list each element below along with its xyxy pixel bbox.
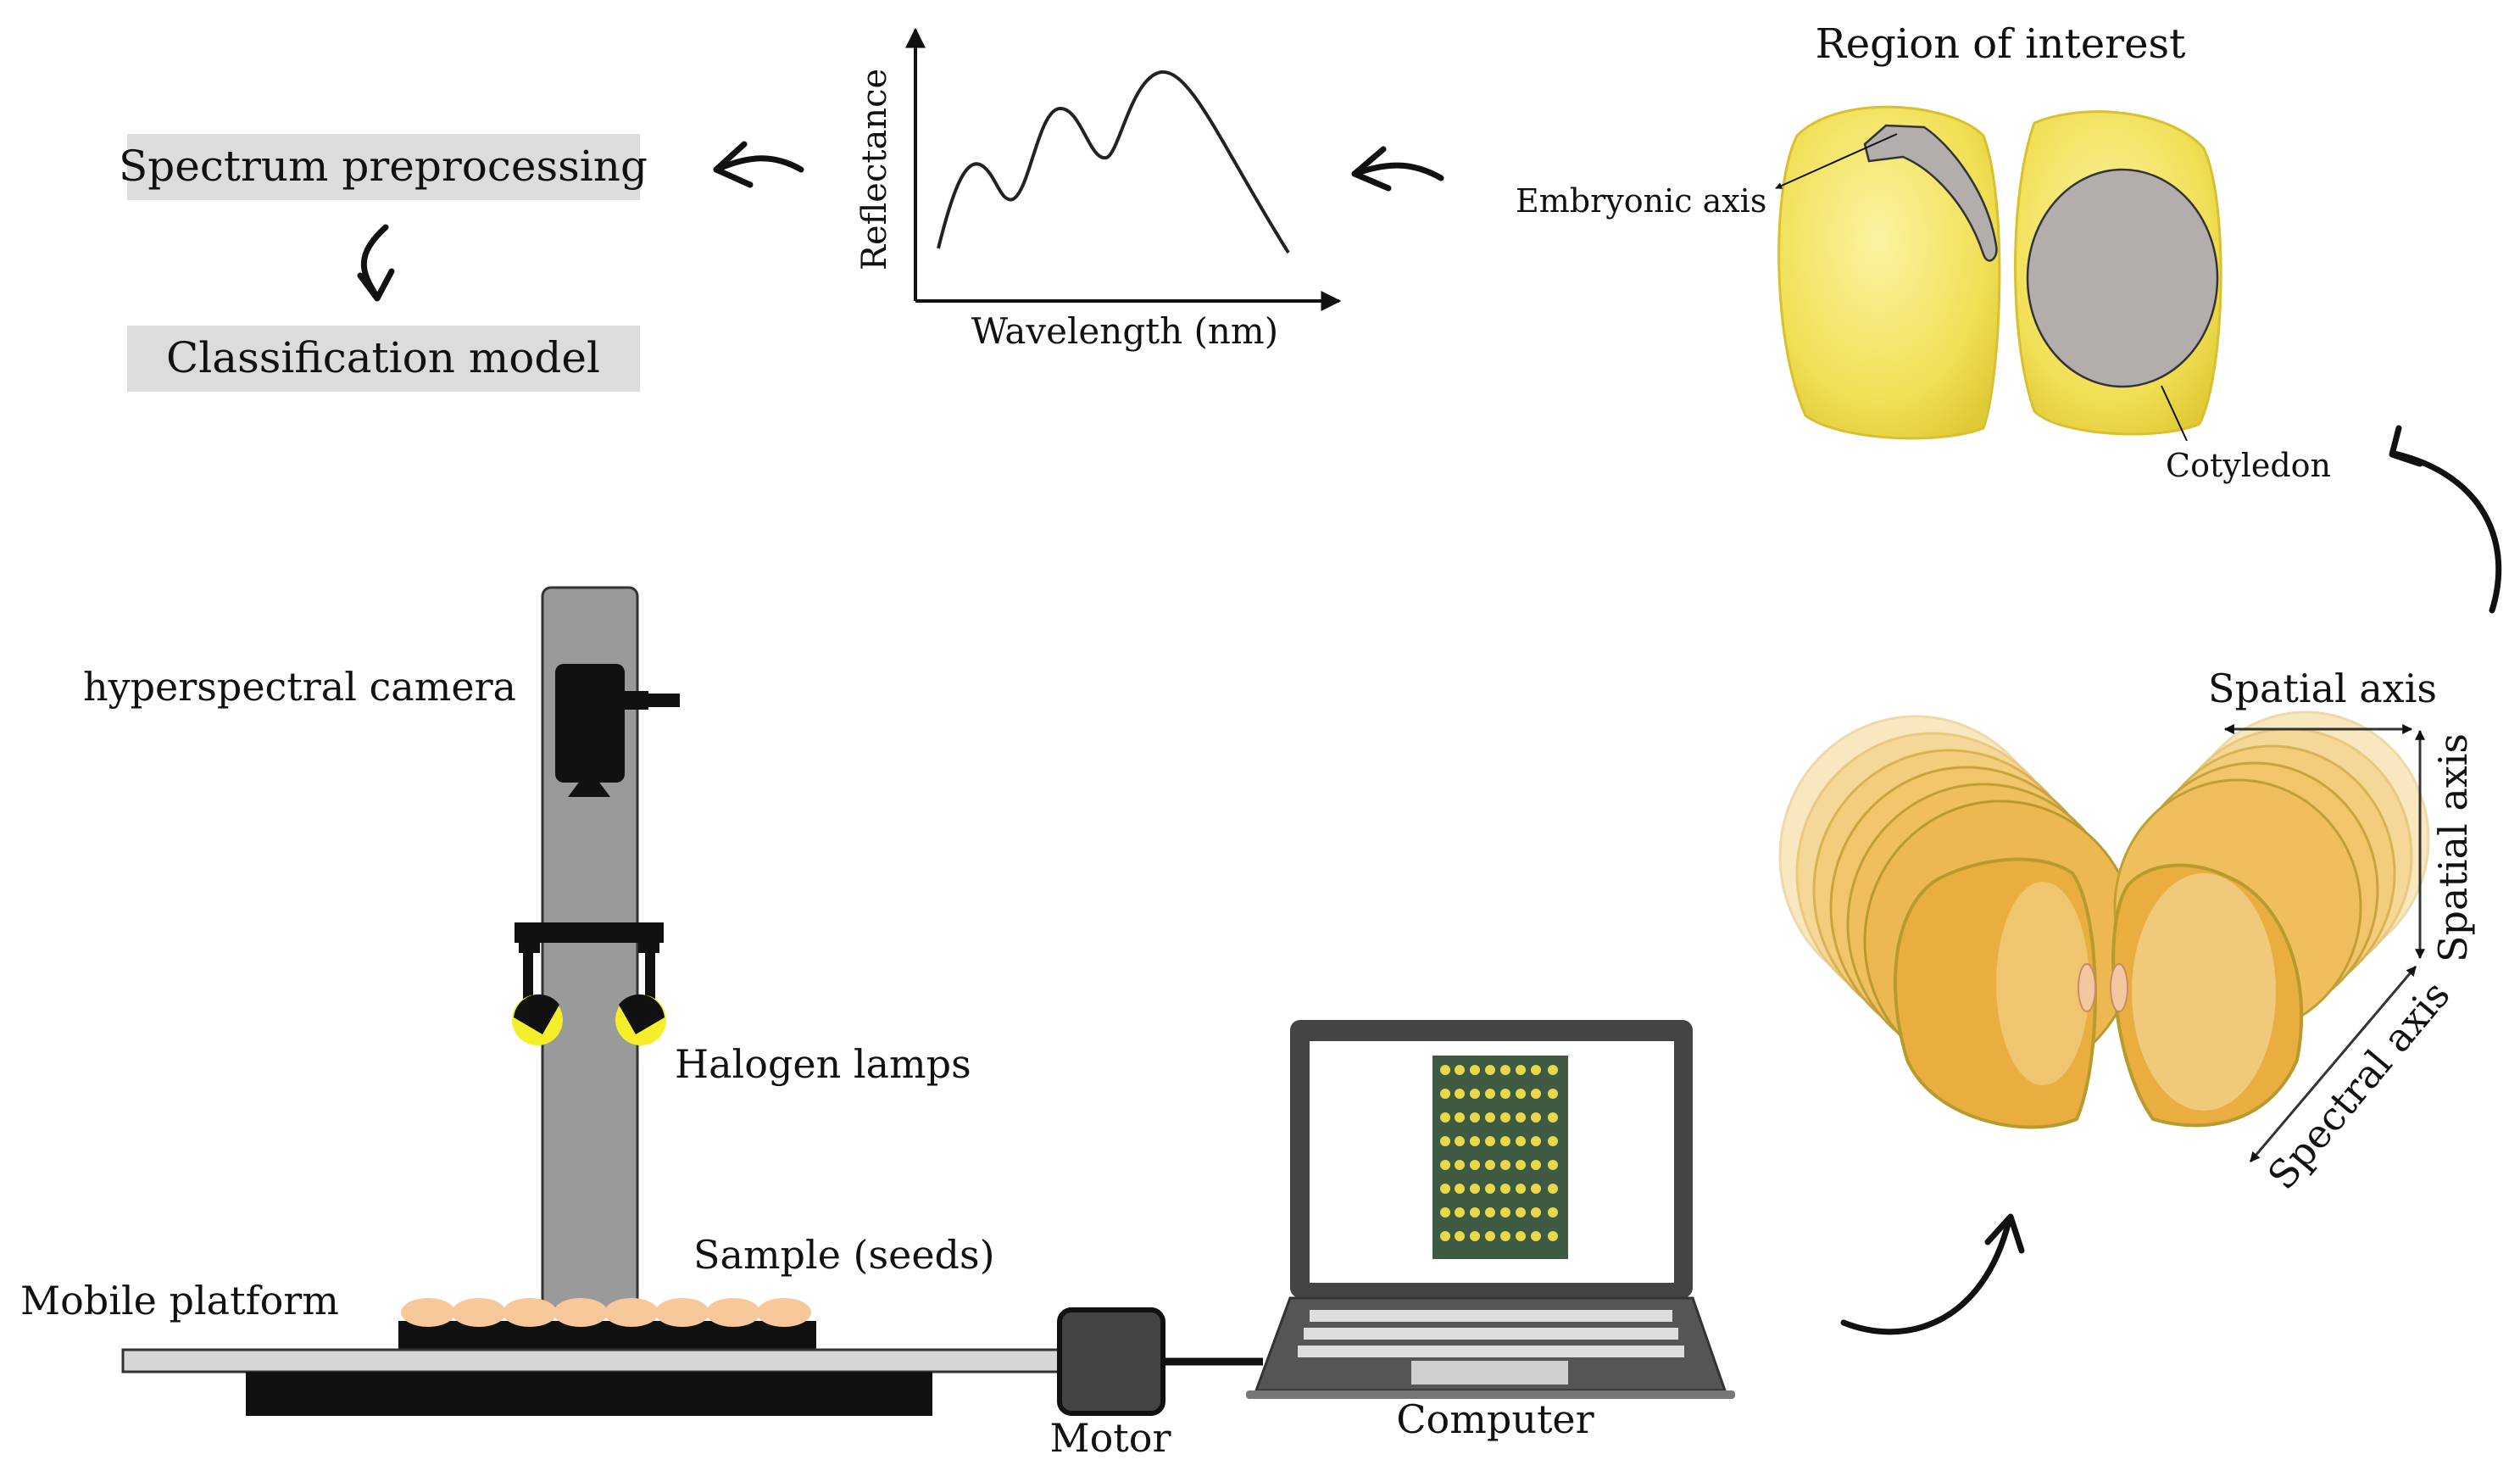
seed-grid-preview (1440, 1065, 1558, 1241)
spectrum-sketch: Reflectance Wavelength (nm) (855, 27, 1342, 352)
seed-stack-left (1778, 715, 2138, 1129)
spatial-axis-h-label: Spatial axis (2208, 666, 2437, 711)
mobile-platform (121, 1348, 1065, 1373)
hyperspectral-camera-label: hyperspectral camera (83, 664, 516, 710)
hyperspectral-image-preview (1432, 1056, 1568, 1259)
wavelength-label: Wavelength (nm) (971, 310, 1278, 352)
embryonic-axis-label: Embryonic axis (1516, 182, 1766, 220)
reflectance-curve (937, 70, 1290, 254)
left-arrow-icon (1351, 146, 1444, 192)
embryonic-axis-leader (1775, 133, 1898, 189)
halogen-lamps-label: Halogen lamps (675, 1041, 971, 1087)
left-arrow-icon (713, 141, 804, 188)
motor-icon (1057, 1307, 1165, 1416)
mobile-platform-label: Mobile platform (20, 1278, 339, 1323)
laptop-trackpad (1411, 1361, 1568, 1385)
cotyledon-leader (2161, 385, 2188, 442)
laptop-keys (1298, 1310, 1684, 1357)
camera-icon (555, 664, 680, 797)
region-of-interest: Region of interest Embryonic axis Cotyle… (1516, 20, 2331, 484)
spectral-axis-line (2249, 966, 2417, 1162)
laptop-icon: Computer (1246, 1020, 1735, 1442)
spatial-axis-v-label: Spatial axis (2430, 733, 2476, 962)
computer-label: Computer (1396, 1396, 1594, 1442)
sample-seeds-label: Sample (seeds) (693, 1232, 995, 1278)
reflectance-label: Reflectance (855, 69, 894, 270)
sample-seeds (401, 1298, 811, 1327)
seed-stack-right (2110, 710, 2430, 1128)
cotyledon-roi (2026, 168, 2219, 388)
motor-label: Motor (1050, 1415, 1171, 1461)
spectrum-preprocessing-box: Spectrum preprocessing (119, 134, 648, 200)
lamp-icon (512, 922, 666, 1045)
platform-base (246, 1372, 932, 1416)
curved-up-arrow-icon (2389, 425, 2502, 614)
curved-arrow-icon (1840, 1213, 2025, 1335)
seed-half-left (1777, 105, 2001, 440)
sample-tray (398, 1321, 816, 1353)
classification-model-label: Classification model (166, 333, 600, 382)
embryonic-axis-roi (1863, 124, 1998, 262)
cotyledon-label: Cotyledon (2166, 447, 2331, 484)
acquisition-setup: hyperspectral camera Halogen lamps Sampl… (20, 586, 1263, 1461)
spectrum-preprocessing-label: Spectrum preprocessing (119, 142, 648, 191)
down-arrowhead-icon (357, 268, 395, 302)
hyperspectral-cube: Spatial axis Spatial axis Spectral axis (1778, 666, 2476, 1198)
region-of-interest-title: Region of interest (1816, 20, 2186, 68)
classification-model-box: Classification model (127, 326, 640, 392)
